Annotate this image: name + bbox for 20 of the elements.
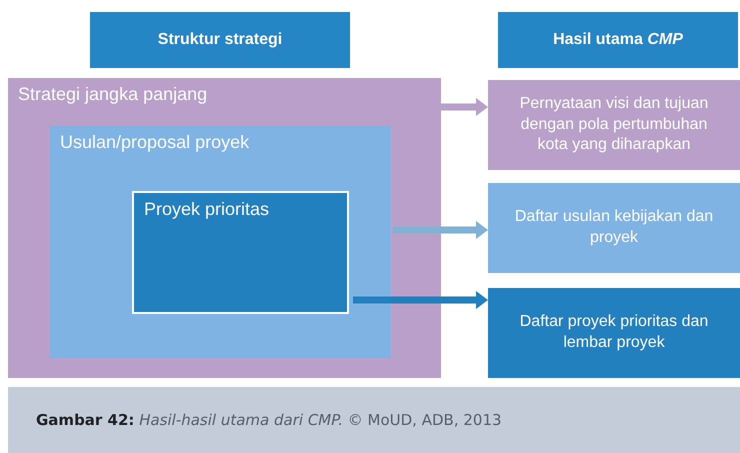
header-box	[498, 12, 738, 68]
process-box	[488, 183, 740, 273]
node-label: Hasil utama CMP	[553, 31, 683, 49]
process-box	[488, 288, 740, 378]
figure-caption: Gambar 42: Hasil-hasil utama dari CMP. © MoUD, ADB, 2013	[8, 387, 740, 453]
arrow	[441, 98, 488, 116]
process-box	[50, 126, 391, 358]
process-box	[132, 191, 349, 314]
node-label: Strategi jangka panjang	[18, 84, 208, 105]
node-label: Pernyataan visi dan tujuan dengan pola pertumbuhan kota yang diharapkan	[518, 94, 710, 156]
arrow	[393, 221, 488, 239]
node-label: Daftar proyek prioritas dan lembar proyek	[518, 312, 710, 353]
process-box	[8, 78, 441, 378]
node-label: Struktur strategi	[158, 31, 282, 49]
node-label: Daftar usulan kebijakan dan proyek	[514, 207, 714, 248]
process-box	[488, 80, 740, 170]
arrow	[353, 291, 488, 309]
node-label: Usulan/proposal proyek	[60, 132, 250, 153]
node-label: Proyek prioritas	[144, 199, 270, 220]
header-box	[90, 12, 350, 68]
